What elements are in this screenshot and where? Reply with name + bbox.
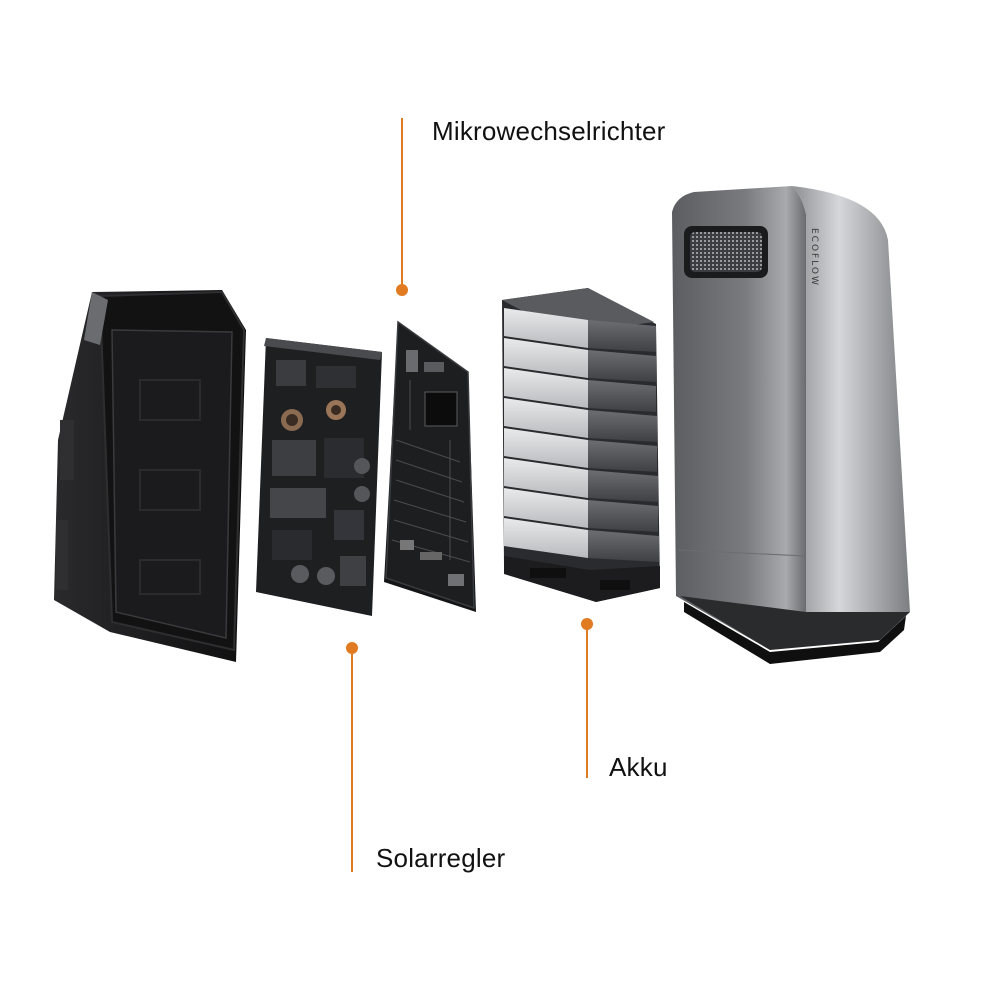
leader-dot-microinverter: [396, 284, 408, 296]
callout-label-battery: Akku: [609, 752, 668, 783]
ecoflow-logo: ECOFLOW: [809, 228, 819, 287]
leader-dot-battery: [581, 618, 593, 630]
enclosure-case: [54, 290, 246, 662]
leader-dot-solar-controller: [346, 642, 358, 654]
assembled-unit: ECOFLOW: [672, 186, 910, 664]
microinverter-board: [384, 322, 476, 612]
solar-controller-board: [256, 338, 382, 616]
battery-cell-rows: [504, 308, 659, 562]
callout-label-solar-controller: Solarregler: [376, 843, 505, 874]
battery-stack: [502, 288, 660, 602]
callout-label-microinverter: Mikrowechselrichter: [432, 116, 666, 147]
